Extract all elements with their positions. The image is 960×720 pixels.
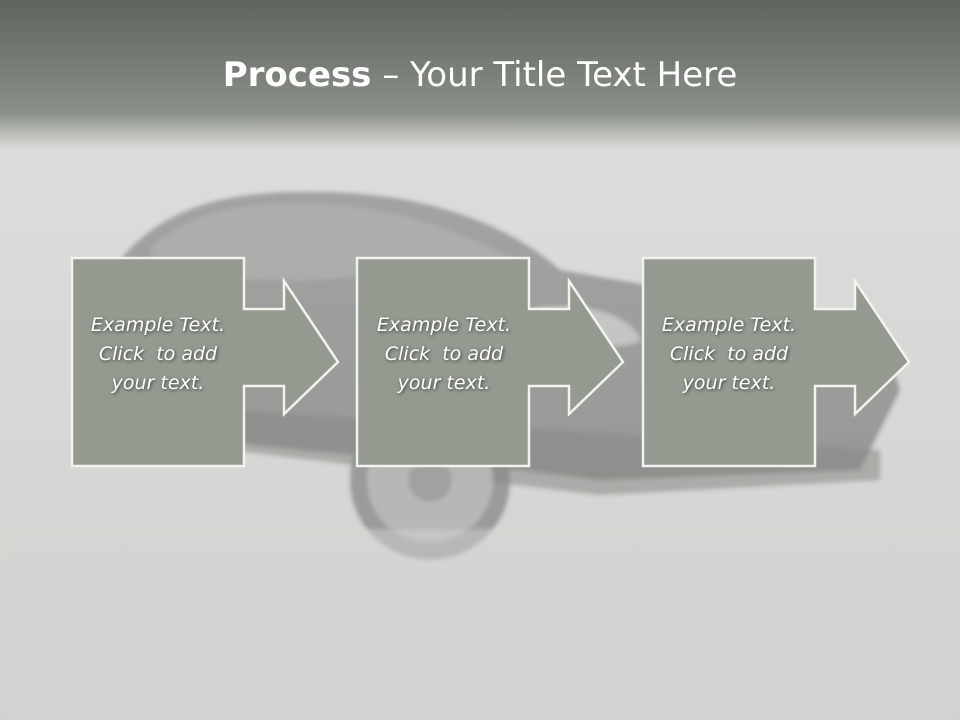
- title-bar: [0, 0, 960, 150]
- title-bold: Process: [222, 55, 372, 95]
- step-1-line-2: Click to add: [98, 343, 218, 365]
- page-title: Process – Your Title Text Here: [0, 52, 960, 98]
- step-3-line-1: Example Text.: [661, 314, 797, 336]
- step-1-line-3: your text.: [111, 372, 205, 394]
- step-2-line-2: Click to add: [384, 343, 504, 365]
- process-step-1[interactable]: [70, 256, 340, 468]
- step-2-line-1: Example Text.: [376, 314, 512, 336]
- process-step-2[interactable]: [355, 256, 625, 468]
- step-2-text: Example Text. Click to add your text.: [358, 311, 530, 398]
- step-3-text: Example Text. Click to add your text.: [643, 311, 815, 398]
- step-2-line-3: your text.: [397, 372, 491, 394]
- step-1-text: Example Text. Click to add your text.: [72, 311, 244, 398]
- process-step-3[interactable]: [641, 256, 911, 468]
- step-3-line-3: your text.: [682, 372, 776, 394]
- step-3-line-2: Click to add: [669, 343, 789, 365]
- title-rest: – Your Title Text Here: [371, 55, 738, 95]
- step-1-line-1: Example Text.: [90, 314, 226, 336]
